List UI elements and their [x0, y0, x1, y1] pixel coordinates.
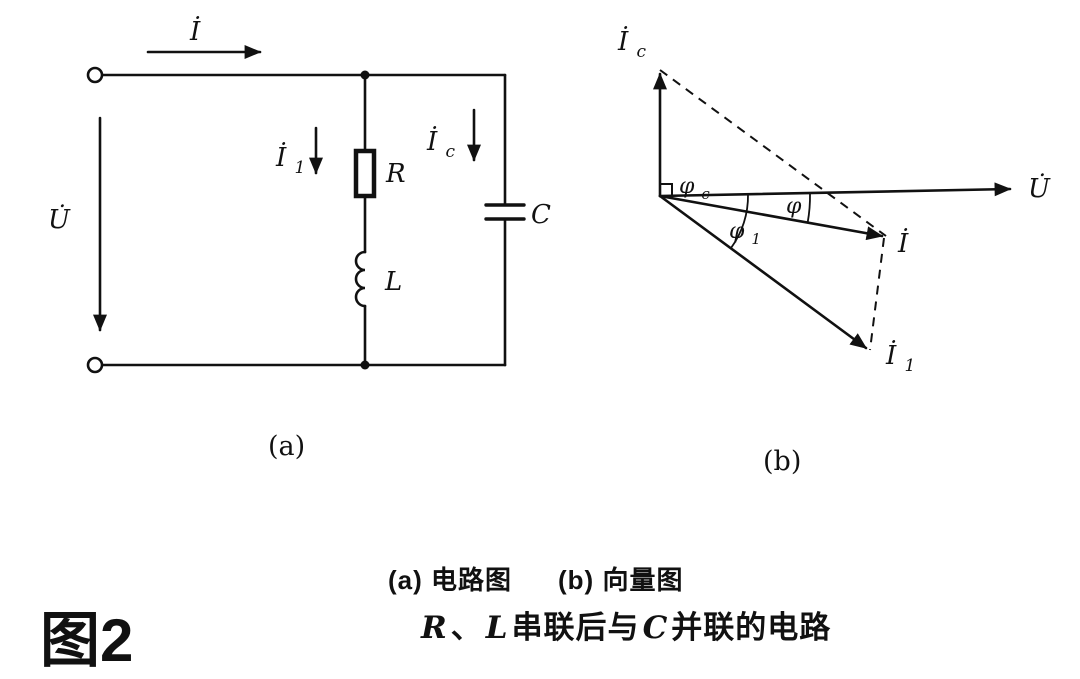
phasor-i-label: İ: [897, 228, 909, 259]
resistor-label: R: [385, 159, 406, 189]
terminal-top: [86, 66, 104, 84]
phasor-diagram: İ c U̇ İ İ 1 φ c φ φ 1 (b): [617, 26, 1051, 477]
voltage-label: U̇: [48, 204, 71, 235]
angle-phi-label: φ: [786, 194, 802, 219]
phasor-ic-label: İ c: [617, 26, 647, 62]
capacitor-label: C: [531, 200, 551, 230]
vector-i1: [658, 194, 868, 350]
title-l: L: [485, 610, 509, 646]
figure-number: 图2: [40, 607, 134, 674]
caption-a: (a) 电路图: [388, 565, 513, 595]
circuit-diagram: İ U̇ İ 1 İ c R L C (a): [48, 16, 551, 462]
angle-phic-label: φ c: [679, 174, 710, 203]
terminal-bottom: [86, 356, 104, 374]
phasor-i1-label: İ 1: [885, 340, 915, 376]
subfigure-b-tag: (b): [763, 446, 801, 477]
subfigure-a-tag: (a): [268, 431, 305, 462]
right-angle-marker: [659, 183, 673, 197]
total-current-label: İ: [189, 16, 201, 47]
inductor-label: L: [384, 267, 402, 297]
caption-line1: (a) 电路图 (b) 向量图: [388, 560, 683, 597]
vector-u: [658, 182, 1012, 198]
arc-phi: [806, 193, 811, 223]
title-r: R: [421, 610, 448, 646]
figure-title: R、L串联后与C并联的电路: [418, 602, 831, 647]
vector-i: [658, 194, 884, 241]
junction-dot-top: [360, 70, 370, 80]
angle-phi1-label: φ 1: [729, 219, 761, 248]
resistor-body: [353, 148, 377, 199]
caption-b: (b) 向量图: [558, 565, 684, 595]
junction-dot-bottom: [360, 360, 370, 370]
title-c: C: [642, 610, 669, 646]
arc-phi1: [730, 194, 749, 249]
inductor-coil: [354, 250, 367, 308]
figure-canvas: İ U̇ İ 1 İ c R L C (a) İ c U̇: [48, 16, 1051, 477]
title-mid: 串联后与: [511, 610, 640, 645]
cap-current-label: İ c: [426, 126, 456, 162]
title-dun: 、: [450, 610, 483, 645]
dashed-line-ic-to-i: [659, 69, 887, 237]
branch1-current-label: İ 1: [275, 142, 305, 178]
title-end: 并联的电路: [671, 610, 832, 645]
phasor-u-label: U̇: [1028, 173, 1051, 204]
dashed-line-i-to-i1: [869, 237, 885, 351]
